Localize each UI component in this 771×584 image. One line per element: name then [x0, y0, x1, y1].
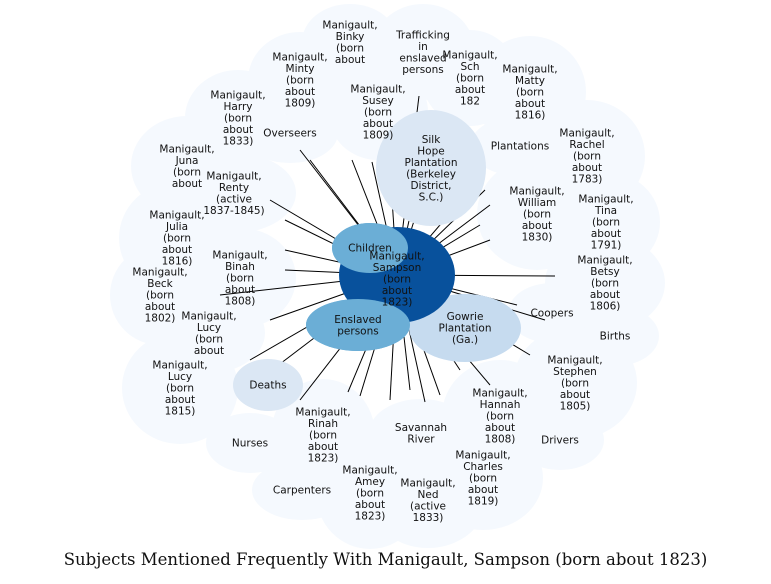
- node-coopers-label: Coopers: [530, 308, 573, 320]
- node-carpenters-label: Carpenters: [273, 485, 331, 497]
- node-enslaved-persons-bubble-front[interactable]: [306, 299, 410, 351]
- node-overseers-label: Overseers: [263, 128, 316, 140]
- node-children-label: Children: [348, 243, 392, 255]
- node-deaths-bubble[interactable]: [233, 359, 303, 411]
- node-nurses-label: Nurses: [232, 438, 268, 450]
- figure-caption: Subjects Mentioned Frequently With Manig…: [63, 550, 708, 569]
- node-births-label: Births: [600, 331, 631, 343]
- node-silk-hope-bubble[interactable]: [376, 110, 486, 226]
- node-ned-halo: [370, 452, 486, 548]
- node-nurses-halo: [206, 413, 294, 473]
- node-drivers-label: Drivers: [541, 435, 579, 447]
- node-drivers-halo: [516, 410, 604, 470]
- node-overseers-halo: [242, 103, 338, 163]
- node-deaths-label: Deaths: [249, 380, 286, 392]
- halo-layer: [110, 4, 665, 549]
- bubble-layer: [233, 110, 521, 411]
- node-gowrie-bubble[interactable]: [409, 294, 521, 362]
- node-plantations-label: Plantations: [491, 141, 549, 153]
- node-children-bubble-front[interactable]: [332, 223, 408, 273]
- node-lucy-b-halo: [122, 332, 238, 444]
